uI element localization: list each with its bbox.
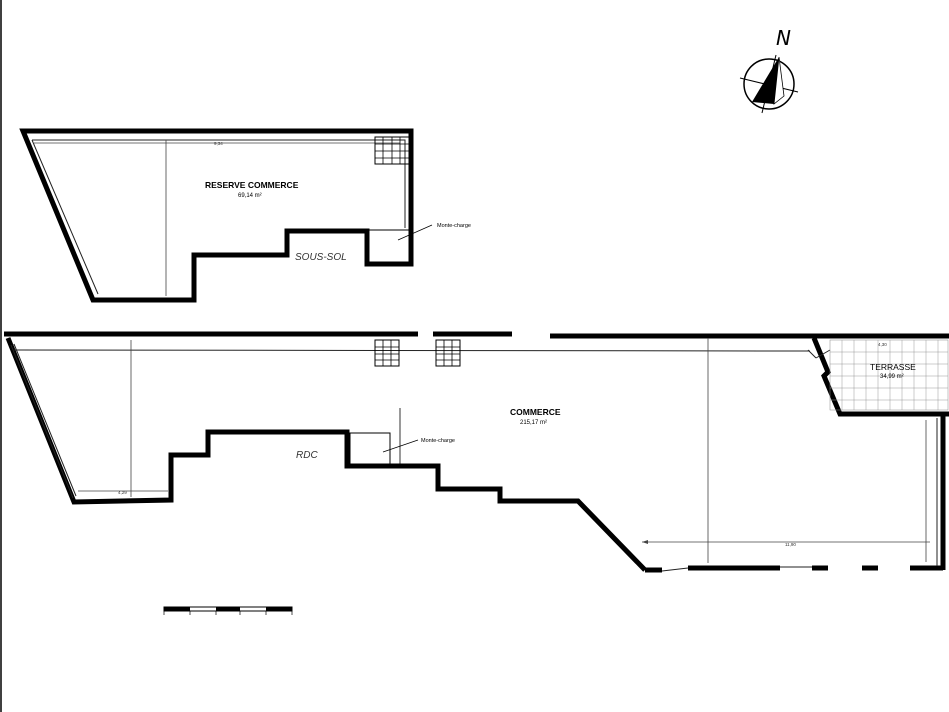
terrace-title: TERRASSE [870,362,916,372]
room-title: RESERVE COMMERCE [205,180,299,190]
level-label: RDC [296,450,318,461]
dimension-label: 11,90 [785,542,796,547]
stairs-icon [374,339,400,367]
stairs-icon [374,136,410,165]
level-label: SOUS-SOL [295,252,347,263]
room-title: COMMERCE [510,407,561,417]
reserve-outer-wall [19,128,414,303]
lift-note: Monte-charge [421,438,455,444]
room-area: 69,14 m² [238,193,262,199]
terrace-tiles [829,339,949,411]
goods-lift-icon [349,408,419,465]
stairs-icon [435,339,461,367]
dimension-label: 4,30 [878,342,887,347]
sous-sol-plan: 9,34 Monte-charge RESERVE COMMERCE 69,14… [19,128,471,303]
scale-bar [163,606,293,615]
north-arrow-icon [739,54,799,114]
room-area: 215,17 m² [520,420,547,426]
rdc-back-wall [5,337,647,572]
lift-note: Monte-charge [437,223,471,229]
terrace-area: 34,99 m² [880,374,904,380]
rdc-plan: 11,90 4,29 4,30 Monte-charge COMMERCE [4,331,949,573]
goods-lift-icon [368,224,433,263]
terrace-wall [811,337,949,417]
dimension-label: 9,34 [214,141,223,146]
north-label: N [776,26,791,50]
dimension-label: 4,29 [118,490,127,495]
